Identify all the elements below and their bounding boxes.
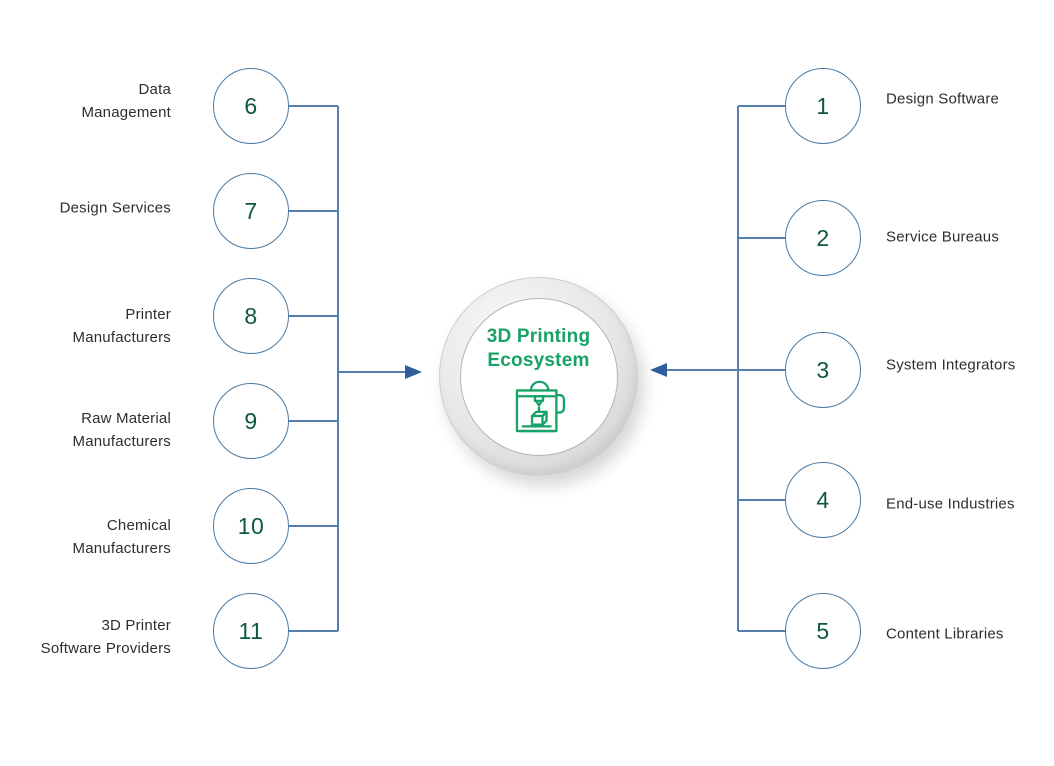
right-connector-1 [738,105,785,107]
right-label-system-integrators: System Integrators [886,356,1016,374]
left-circle-8: 8 [213,278,289,354]
right-rail-line [737,106,739,631]
left-circle-7: 7 [213,173,289,249]
node-number: 3 [816,356,830,383]
label-line: Manufacturers [72,433,171,450]
center-title-line1: 3D Printing [486,326,591,347]
node-number: 8 [244,302,258,329]
left-label-raw-material-manufacturers: Raw Material Manufacturers [20,407,171,453]
left-arrow-line [337,371,407,373]
label-line: Chemical [106,517,171,534]
label-line: Software Providers [40,640,171,657]
left-connector-7 [289,210,338,212]
right-connector-3-arrow-line [667,369,785,371]
right-label-content-libraries: Content Libraries [886,625,1004,643]
label-line: 3D Printer [101,617,171,634]
left-rail-line [337,106,339,631]
left-label-printer-manufacturers: Printer Manufacturers [20,303,171,349]
node-number: 7 [244,197,258,224]
right-circle-4: 4 [785,462,861,538]
left-connector-9 [289,420,338,422]
right-circle-5: 5 [785,593,861,669]
left-arrowhead-icon [405,365,422,379]
left-connector-10 [289,525,338,527]
label-line: Design Services [59,199,171,217]
right-label-design-software: Design Software [886,90,1000,108]
label-line: Management [81,104,171,121]
left-connector-11 [289,630,338,632]
left-connector-6 [289,105,338,107]
node-number: 6 [244,92,258,119]
right-connector-2 [738,237,785,239]
node-number: 10 [237,512,265,539]
label-line: Raw Material [81,410,171,427]
right-connector-5 [738,630,785,632]
node-number: 4 [816,486,830,513]
label-line: Data [138,81,171,98]
right-label-end-use-industries: End-use Industries [886,495,1015,513]
left-label-3d-printer-software-providers: 3D Printer Software Providers [20,614,171,660]
right-circle-1: 1 [785,68,861,144]
left-label-design-services: Design Services [20,197,171,220]
node-number: 9 [244,407,258,434]
node-number: 1 [816,92,830,119]
right-arrowhead-icon [650,363,667,377]
center-title: 3D Printing Ecosystem [487,325,591,373]
left-label-data-management: Data Management [20,78,171,124]
left-circle-10: 10 [213,488,289,564]
right-connector-4 [738,499,785,501]
left-circle-9: 9 [213,383,289,459]
node-number: 2 [816,224,830,251]
center-badge-ring: 3D Printing Ecosystem [439,277,638,476]
center-title-line2: Ecosystem [487,350,590,371]
label-line: Printer [125,306,171,323]
left-connector-8 [289,315,338,317]
label-line: Manufacturers [72,540,171,557]
node-number: 5 [816,617,830,644]
right-circle-2: 2 [785,200,861,276]
left-label-chemical-manufacturers: Chemical Manufacturers [20,514,171,560]
left-circle-6: 6 [213,68,289,144]
center-badge: 3D Printing Ecosystem [459,297,618,456]
3d-printer-icon [515,380,565,433]
right-label-service-bureaus: Service Bureaus [886,228,1000,246]
label-line: Manufacturers [72,329,171,346]
node-number: 11 [238,617,264,644]
right-circle-3: 3 [785,332,861,408]
left-circle-11: 11 [213,593,289,669]
